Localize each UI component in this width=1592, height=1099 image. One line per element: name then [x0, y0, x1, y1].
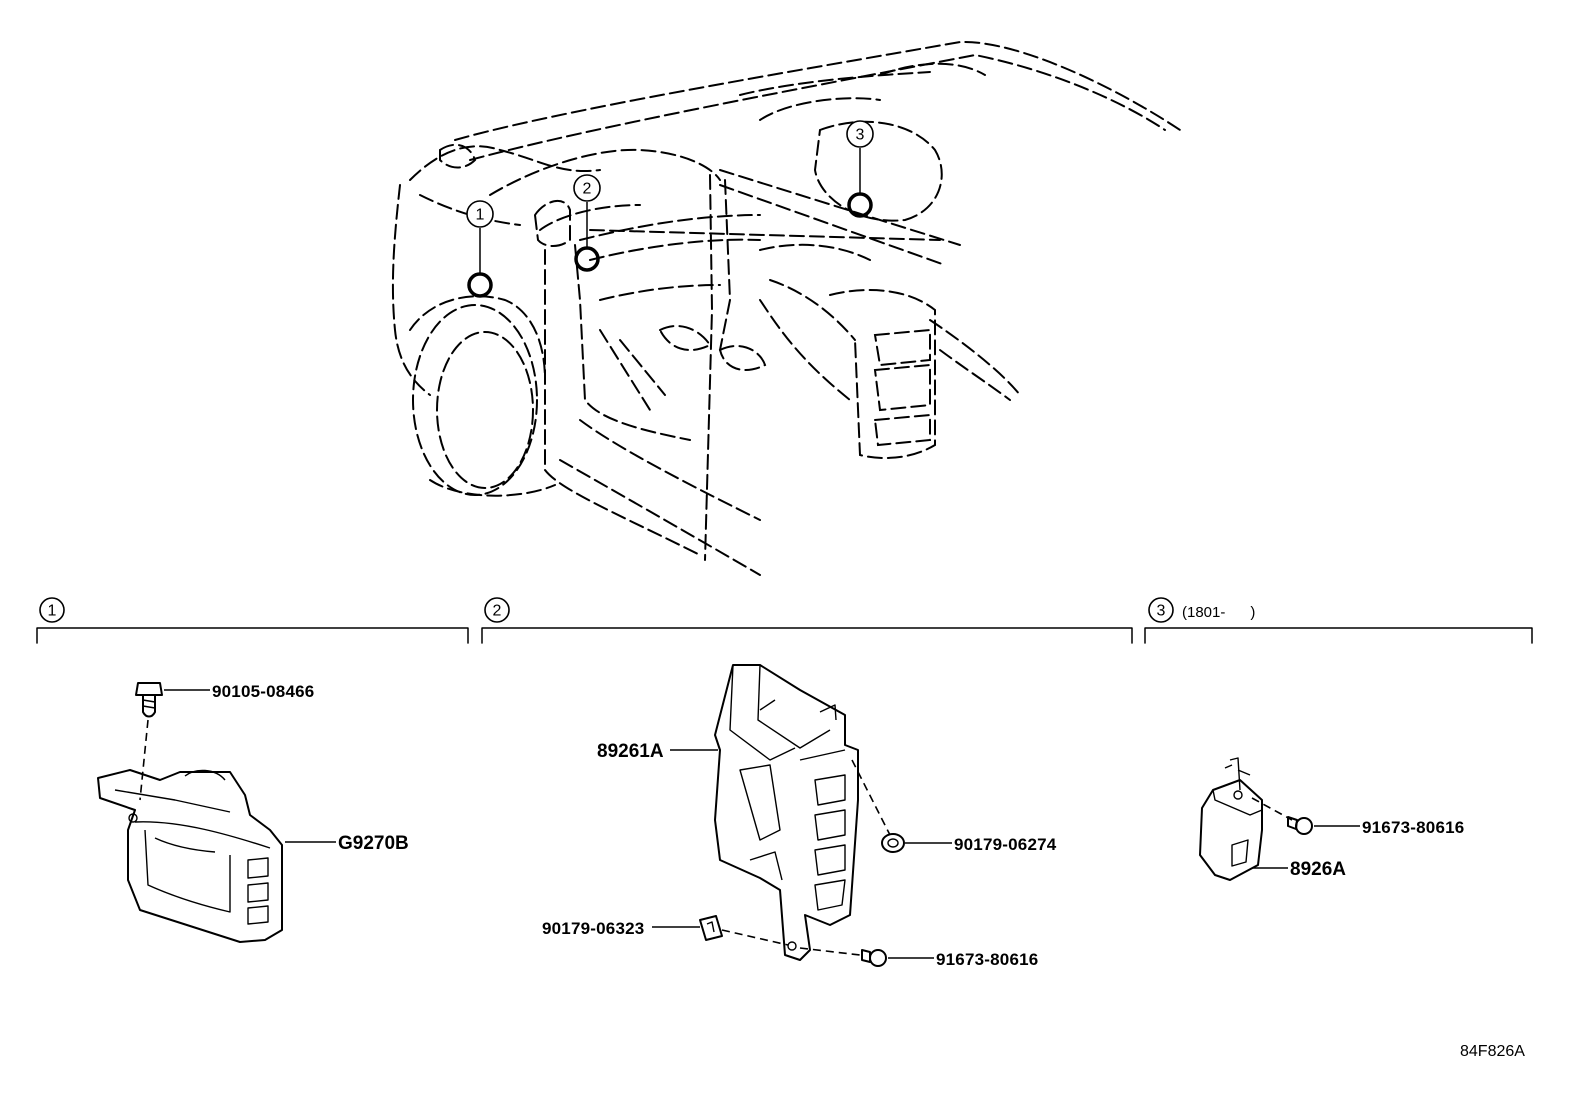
vehicle-overview-illustration — [391, 40, 1181, 576]
ecu-89261a — [714, 664, 859, 961]
section-2-header: 2 — [481, 597, 1133, 644]
section-3-production-note: (1801- ) — [1182, 604, 1255, 621]
part-label-90179-06274: 90179-06274 — [954, 835, 1057, 854]
section-2-number: 2 — [493, 603, 502, 620]
location-marker-1: 1 — [466, 200, 494, 298]
part-label-8926a: 8926A — [1290, 859, 1346, 880]
part-label-91673-80616-section-2: 91673-80616 — [936, 950, 1038, 969]
location-marker-3: 3 — [846, 120, 874, 218]
section-1-header: 1 — [36, 597, 469, 644]
bolt-91673-80616-b — [1251, 797, 1313, 835]
section-3-number: 3 — [1157, 603, 1166, 620]
module-g9270b — [97, 769, 283, 943]
bolt-91673-80616-a — [799, 947, 887, 967]
location-1-number: 1 — [476, 207, 485, 224]
location-3-number: 3 — [856, 127, 865, 144]
part-label-g9270b: G9270B — [338, 833, 409, 854]
part-label-91673-80616-section-3: 91673-80616 — [1362, 818, 1464, 837]
location-marker-2: 2 — [573, 174, 601, 272]
section-1-number: 1 — [48, 603, 57, 620]
location-2-number: 2 — [583, 181, 592, 198]
section-3-header: 3 (1801- ) — [1144, 597, 1533, 644]
clip-90179-06323 — [699, 915, 789, 946]
part-label-90179-06323: 90179-06323 — [542, 919, 644, 938]
part-label-89261a: 89261A — [597, 741, 664, 762]
nut-90179-06274 — [851, 759, 905, 853]
module-8926a — [1199, 757, 1263, 881]
illustration-code: 84F826A — [1460, 1043, 1525, 1060]
bolt-90105-08466 — [135, 682, 163, 801]
part-label-90105-08466: 90105-08466 — [212, 682, 314, 701]
